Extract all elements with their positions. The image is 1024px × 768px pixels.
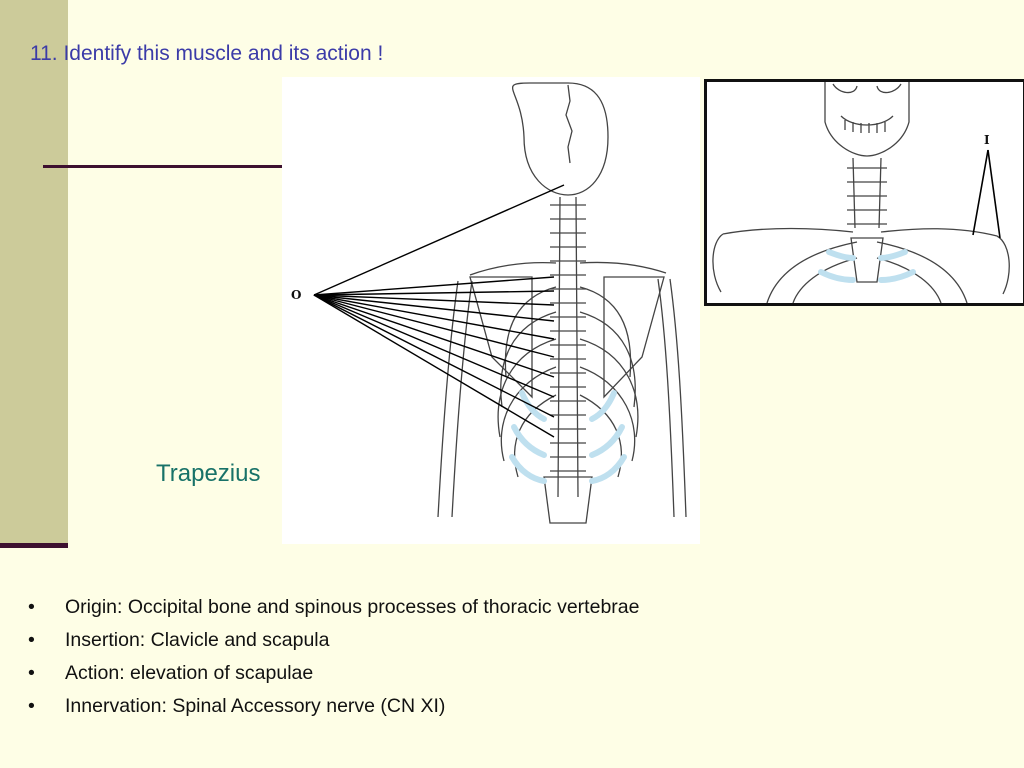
fact-text: Innervation: Spinal Accessory nerve (CN … bbox=[65, 695, 446, 717]
left-sidebar-band bbox=[0, 0, 68, 546]
muscle-answer-label: Trapezius bbox=[156, 460, 261, 487]
orbit-right bbox=[876, 83, 902, 94]
fact-text: Origin: Occipital bone and spinous proce… bbox=[65, 596, 640, 618]
fact-innervation: • Innervation: Spinal Accessory nerve (CN… bbox=[22, 695, 1002, 728]
bullet-icon: • bbox=[28, 695, 35, 717]
skull-suture bbox=[565, 84, 573, 164]
anterior-insertion-inset: I bbox=[704, 79, 1024, 306]
skull-outline bbox=[512, 82, 609, 196]
slide-title: 11. Identify this muscle and its action … bbox=[30, 42, 384, 65]
sacrum bbox=[543, 476, 593, 524]
fact-insertion: • Insertion: Clavicle and scapula bbox=[22, 629, 1002, 662]
posterior-skeleton-diagram: O bbox=[282, 77, 700, 544]
answer-blank-line bbox=[43, 165, 283, 168]
right-scapula bbox=[603, 276, 665, 399]
left-clavicle bbox=[469, 261, 557, 276]
bullet-icon: • bbox=[28, 596, 35, 618]
left-humerus bbox=[437, 280, 473, 518]
inset-left-clavicle bbox=[722, 227, 854, 235]
fact-origin: • Origin: Occipital bone and spinous proc… bbox=[22, 596, 1002, 629]
spinal-column bbox=[550, 196, 586, 498]
left-scapula bbox=[469, 276, 533, 399]
bullet-icon: • bbox=[28, 629, 35, 651]
mandible bbox=[824, 82, 910, 157]
bullet-icon: • bbox=[28, 662, 35, 684]
sidebar-accent-line bbox=[0, 543, 68, 548]
muscle-facts-list: • Origin: Occipital bone and spinous proc… bbox=[22, 596, 1002, 728]
inset-cartilage-shading bbox=[818, 249, 916, 283]
insertion-label: I bbox=[984, 133, 990, 147]
cervical-spine bbox=[847, 157, 887, 229]
origin-pointer-lines bbox=[313, 184, 565, 438]
right-humerus bbox=[657, 278, 687, 518]
insertion-pointer-lines bbox=[972, 149, 1001, 239]
teeth bbox=[840, 115, 894, 133]
fact-text: Action: elevation of scapulae bbox=[65, 662, 314, 684]
manubrium bbox=[850, 237, 884, 283]
origin-label: O bbox=[291, 288, 301, 302]
inset-right-clavicle bbox=[880, 228, 998, 237]
fact-action: • Action: elevation of scapulae bbox=[22, 662, 1002, 695]
fact-text: Insertion: Clavicle and scapula bbox=[65, 629, 330, 651]
right-clavicle bbox=[579, 261, 667, 274]
orbit-left bbox=[832, 83, 858, 94]
rib-cartilage-shading bbox=[509, 390, 627, 484]
